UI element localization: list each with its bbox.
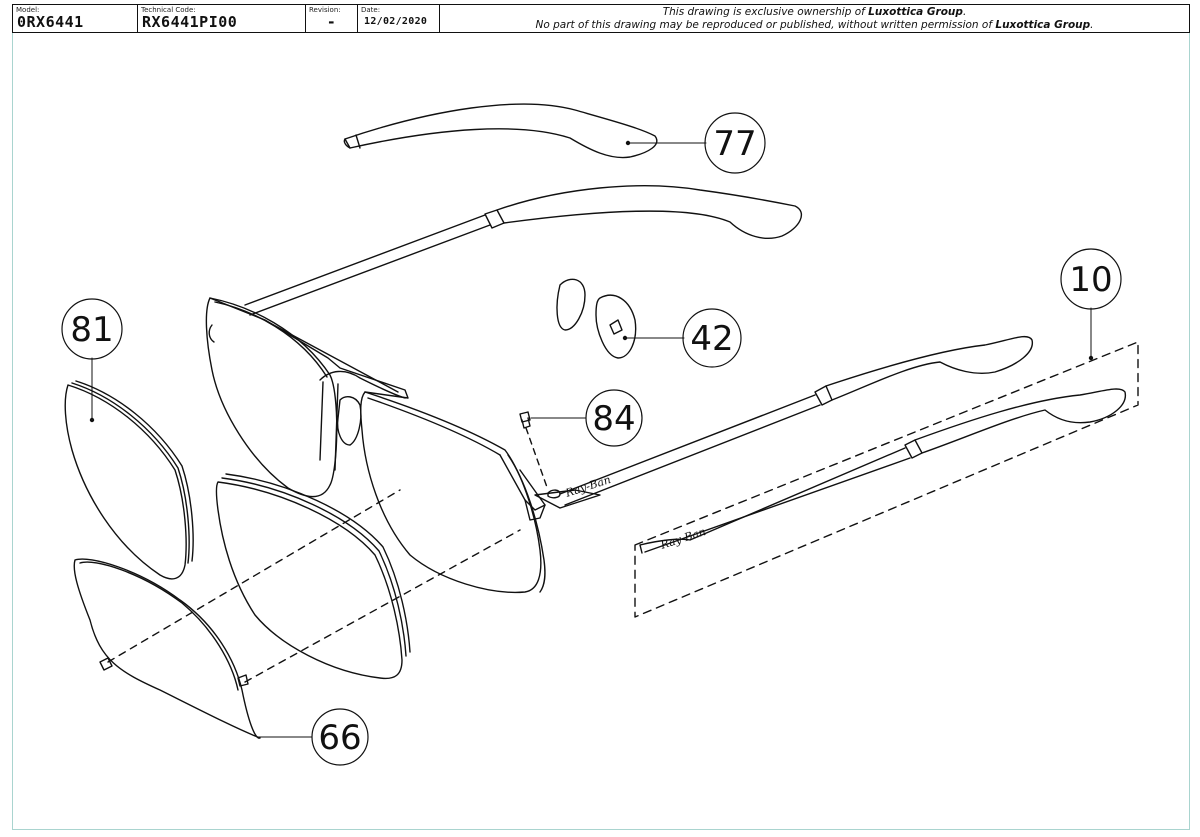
notice-line-2-end: . bbox=[1090, 19, 1094, 31]
date-cell: Date: 12/02/2020 bbox=[358, 5, 440, 32]
callout-81-number: 81 bbox=[70, 310, 113, 350]
callout-66: 66 bbox=[257, 708, 369, 766]
technical-code-cell: Technical Code: RX6441PI00 bbox=[138, 5, 306, 32]
ownership-notice: This drawing is exclusive ownership of L… bbox=[440, 5, 1189, 32]
callout-77-number: 77 bbox=[713, 124, 756, 164]
revision-cell: Revision: - bbox=[306, 5, 358, 32]
callout-42: 42 bbox=[622, 308, 742, 368]
callout-10-number: 10 bbox=[1069, 260, 1112, 300]
date-value: 12/02/2020 bbox=[364, 16, 428, 27]
notice-line-2: No part of this drawing may be reproduce… bbox=[440, 19, 1189, 32]
callout-42-number: 42 bbox=[690, 319, 733, 359]
notice-line-1-text: This drawing is exclusive ownership of bbox=[662, 6, 869, 18]
lens-81 bbox=[64, 380, 194, 580]
callout-84-number: 84 bbox=[592, 399, 635, 439]
callout-66-number: 66 bbox=[318, 718, 361, 758]
callout-81: 81 bbox=[61, 298, 123, 423]
lens-assembly-line-1 bbox=[107, 489, 401, 663]
temple-assembly-10: Ray-Ban bbox=[634, 341, 1139, 618]
notice-line-1-end: . bbox=[962, 6, 967, 18]
callout-10: 10 bbox=[1060, 248, 1122, 361]
notice-line-1: This drawing is exclusive ownership of L… bbox=[440, 6, 1189, 19]
title-block: Model: 0RX6441 Technical Code: RX6441PI0… bbox=[12, 4, 1190, 33]
logo-text-exploded: Ray-Ban bbox=[658, 525, 707, 552]
lens-rim-66 bbox=[73, 558, 261, 739]
technical-code-label: Technical Code: bbox=[141, 6, 196, 14]
model-label: Model: bbox=[16, 6, 40, 14]
date-label: Date: bbox=[361, 6, 381, 14]
model-value: 0RX6441 bbox=[17, 13, 84, 31]
notice-owner-1: Luxottica Group bbox=[868, 6, 963, 18]
notice-owner-2: Luxottica Group bbox=[995, 19, 1091, 31]
lens-right bbox=[215, 473, 411, 680]
technical-code-value: RX6441PI00 bbox=[142, 13, 238, 31]
revision-label: Revision: bbox=[309, 6, 341, 14]
front-frame bbox=[205, 297, 601, 594]
callout-84: 84 bbox=[530, 389, 643, 447]
callout-77: 77 bbox=[625, 112, 766, 174]
model-cell: Model: 0RX6441 bbox=[13, 5, 138, 32]
temple-tip-77 bbox=[343, 103, 658, 159]
notice-line-2-text: No part of this drawing may be reproduce… bbox=[535, 19, 996, 31]
nose-pads-42 bbox=[556, 278, 637, 359]
lens-assembly-line-2 bbox=[244, 529, 521, 683]
revision-value: - bbox=[326, 13, 337, 31]
upper-temple bbox=[244, 185, 803, 316]
screw-assembly-line bbox=[525, 427, 549, 491]
screw-84 bbox=[519, 411, 531, 429]
